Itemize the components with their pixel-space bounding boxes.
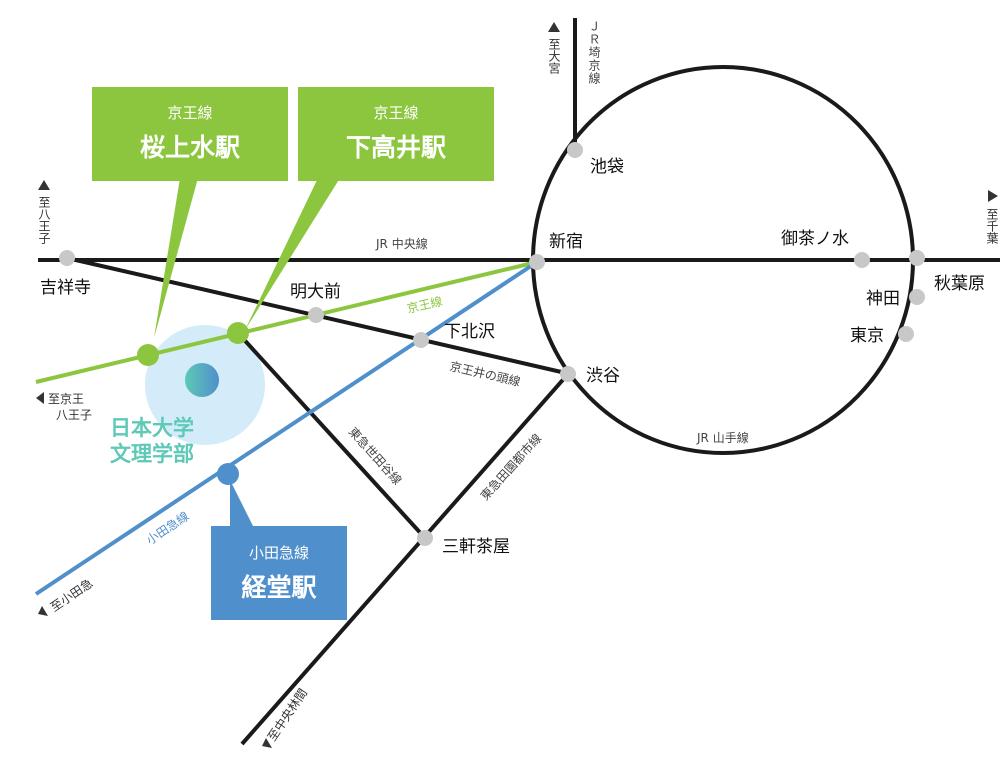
- line-label-odakyu: 小田急線: [143, 508, 191, 547]
- callout-pointer-kyodo: [230, 480, 254, 528]
- station-label-shimokitazawa: 下北沢: [444, 322, 495, 342]
- station-label-sangenjaya: 三軒茶屋: [442, 537, 510, 557]
- arrow-left-icon: [36, 392, 44, 404]
- station-dot-akihabara: [909, 250, 925, 266]
- station-dot-kanda: [909, 289, 925, 305]
- line-label-keio: 京王線: [405, 293, 443, 316]
- direction-to-keio-2: 八王子: [56, 408, 92, 422]
- station-label-kanda: 神田: [866, 289, 900, 309]
- callout-box-sakurajosui: [92, 87, 288, 181]
- callout-sakurajosui-station: 桜上水駅: [140, 133, 240, 162]
- callout-shimotakaido-line: 京王線: [373, 104, 418, 122]
- callout-shimotakaido-station: 下高井駅: [346, 133, 446, 162]
- station-dot-shimokitazawa: [413, 332, 429, 348]
- line-label-jr-yamanote: JR 山手線: [696, 430, 749, 445]
- station-label-kichijoji: 吉祥寺: [40, 278, 91, 298]
- direction-to-hachioji: 至八王子: [37, 196, 51, 244]
- tokyu-setagaya-line: [236, 331, 427, 540]
- callout-pointer-shimotakaido: [245, 178, 340, 330]
- arrow-up-icon: [38, 180, 50, 190]
- direction-to-keio-1: 至京王: [48, 392, 84, 406]
- station-label-ikebukuro: 池袋: [590, 157, 624, 177]
- line-label-keio-inokashira: 京王井の頭線: [448, 358, 522, 389]
- callout-box-kyodo: [211, 526, 347, 620]
- keio-line: [35, 260, 538, 384]
- station-label-tokyo: 東京: [850, 326, 884, 346]
- station-label-meidaimae: 明大前: [290, 282, 341, 302]
- arrow-up-icon: [548, 22, 560, 32]
- station-label-akihabara: 秋葉原: [934, 274, 985, 294]
- station-dot-kichijoji: [59, 250, 75, 266]
- callout-kyodo-line: 小田急線: [249, 544, 309, 562]
- line-label-jr-chuo: JR 中央線: [375, 236, 428, 251]
- line-label-jr-saikyo: ＪＲ埼京線: [587, 20, 601, 85]
- station-dot-shimotakaido: [227, 322, 249, 344]
- station-dot-ochanomizu: [854, 252, 870, 268]
- station-label-shinjuku: 新宿: [549, 232, 583, 252]
- station-dot-kyodo: [217, 463, 239, 485]
- callout-pointer-sakurajosui: [154, 178, 198, 338]
- direction-to-chiba: 至千葉: [985, 208, 999, 244]
- university-name-line2: 文理学部: [110, 442, 194, 466]
- campus-marker-icon: [185, 363, 219, 397]
- station-dot-shibuya: [560, 366, 576, 382]
- callout-sakurajosui-line: 京王線: [167, 104, 212, 122]
- station-label-shibuya: 渋谷: [586, 366, 620, 386]
- callout-box-shimotakaido: [298, 87, 494, 181]
- arrow-down-left-icon: [38, 606, 48, 616]
- station-dot-tokyo: [898, 326, 914, 342]
- arrow-down-left-icon: [262, 738, 272, 748]
- callout-kyodo-station: 経堂駅: [241, 573, 316, 602]
- station-dot-meidaimae: [308, 307, 324, 323]
- university-name-line1: 日本大学: [110, 416, 194, 440]
- direction-to-omiya: 至大宮: [547, 38, 561, 74]
- station-label-ochanomizu: 御茶ノ水: [781, 229, 849, 249]
- station-dot-sakurajosui: [137, 344, 159, 366]
- arrow-right-icon: [988, 190, 998, 202]
- station-dot-shinjuku: [529, 254, 545, 270]
- tokyu-denentoshi-line: [240, 372, 570, 746]
- odakyu-line: [34, 260, 539, 596]
- station-dot-ikebukuro: [567, 142, 583, 158]
- line-label-tokyu-setagaya: 東急世田谷線: [346, 424, 405, 488]
- station-dot-sangenjaya: [417, 530, 433, 546]
